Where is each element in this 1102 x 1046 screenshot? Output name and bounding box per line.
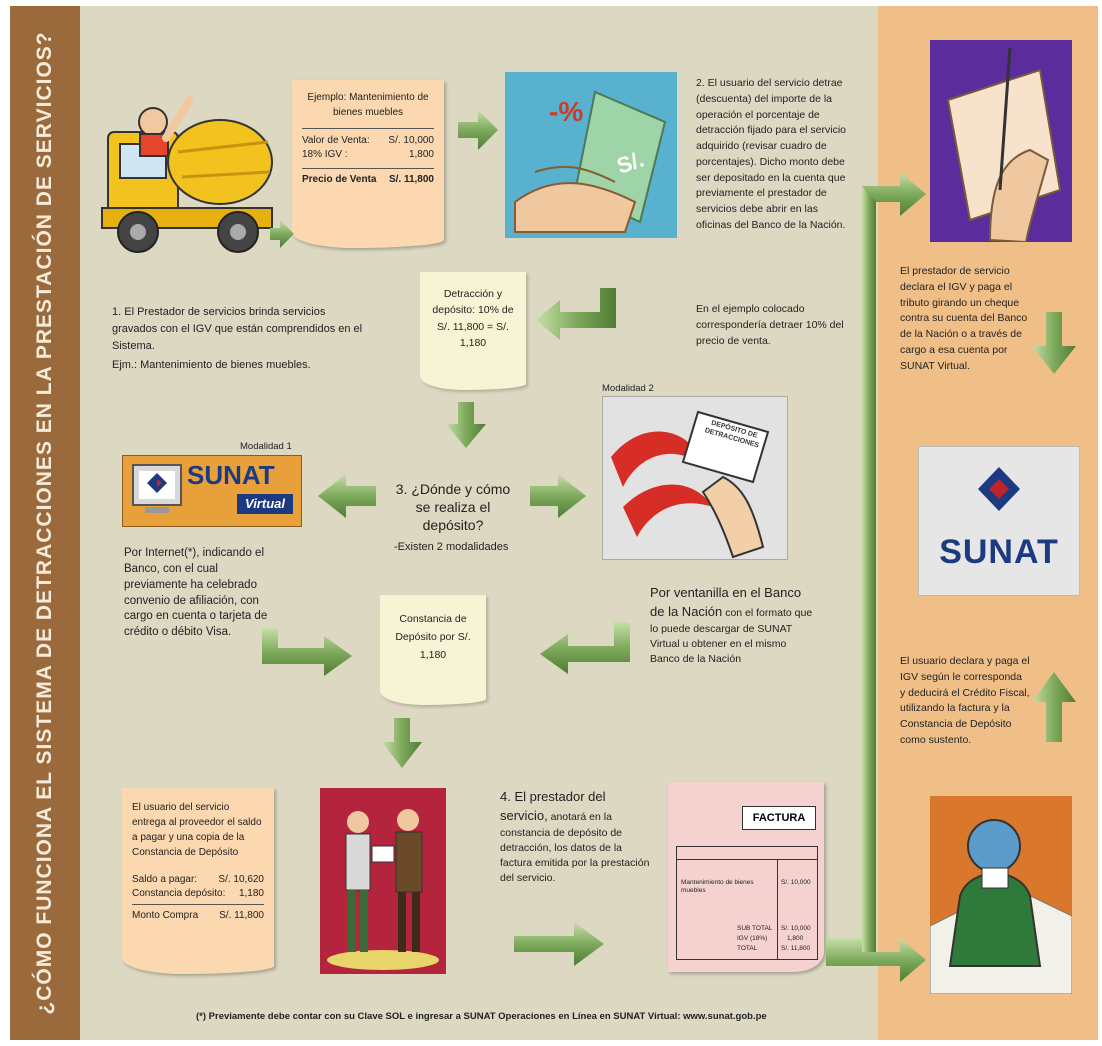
entrega-row: Saldo a pagar: S/. 10,620 [132,874,264,885]
factura-item-value: S/. 10,000 [781,879,811,886]
right-text1: El prestador de servicio declara el IGV … [900,265,1028,372]
example-title: Ejemplo: Mantenimiento de bienes muebles [307,92,429,118]
factura-title: FACTURA [742,806,816,830]
entrega-text: El usuario del servicio entrega al prove… [132,802,262,858]
modalidad1-text: Por Internet(*), indicando el Banco, con… [124,547,268,639]
step2-text: 2. El usuario del servicio detrae (descu… [696,77,846,231]
factura-sub-label: SUB TOTAL [737,925,773,932]
factura-igv-value: 1,800 [787,935,804,942]
example-total: Precio de Venta S/. 11,800 [302,174,434,185]
factura-total-label: TOTAL [737,945,758,952]
factura-item: Mantenimiento de bienes muebles [681,879,754,895]
step3-sub: -Existen 2 modalidades [394,541,509,553]
factura-sub-value: S/. 10,000 [781,925,811,932]
entrega-total: Monto Compra S/. 11,800 [132,910,264,921]
modalidad2-label: Modalidad 2 [602,383,654,394]
detraccion-note: Detracción y depósito: 10% de S/. 11,800… [420,272,526,390]
step3-text: 3. ¿Dónde y cómo se realiza el depósito? [395,481,511,534]
handshake-illustration: -% S/. [505,72,677,238]
footer-note: (*) Previamente debe contar con su Clave… [196,1011,767,1022]
entrega-note: El usuario del servicio entrega al prove… [122,788,274,974]
step2-example: En el ejemplo colocado correspondería de… [696,303,844,347]
example-row: 18% IGV : 1,800 [302,149,434,160]
factura-table: Mantenimiento de bienes muebles S/. 10,0… [676,846,818,960]
factura-total-value: S/. 11,800 [781,945,811,952]
handover-illustration [320,788,446,974]
signing-illustration [930,40,1072,242]
entrega-row: Constancia depósito: 1,180 [132,888,264,899]
banco-nacion-illustration: DEPÓSITO DE DETRACCIONES [602,396,788,560]
sunat-virtual-sub: Virtual [237,494,293,514]
example-note: Ejemplo: Mantenimiento de bienes muebles… [292,80,444,248]
sunat-virtual-main: SUNAT [187,460,275,490]
constancia-note: Constancia de Depósito por S/. 1,180 [380,595,486,705]
modalidad2-text: Por ventanilla en el Banco de la Nación … [650,585,813,666]
step1-text: 1. El Prestador de servicios brinda serv… [112,306,363,372]
sunat-logo: SUNAT [918,446,1080,596]
step4-text: 4. El prestador del servicio, anotará en… [500,789,650,885]
percent-label: -% [549,96,584,127]
declaration-illustration [930,796,1072,994]
factura-igv-label: IGV (18%) [737,935,768,942]
modalidad1-label: Modalidad 1 [240,441,292,452]
sunat-virtual-logo: SUNAT Virtual [122,455,302,527]
example-row: Valor de Venta: S/. 10,000 [302,135,434,146]
truck-illustration [98,82,280,262]
sunat-logo-text: SUNAT [939,533,1059,571]
sidebar-title: ¿CÓMO FUNCIONA EL SISTEMA DE DETRACCIONE… [33,31,56,1015]
sidebar: ¿CÓMO FUNCIONA EL SISTEMA DE DETRACCIONE… [10,6,80,1040]
factura-document: FACTURA Mantenimiento de bienes muebles … [668,782,824,972]
right-text2: El usuario declara y paga el IGV según l… [900,655,1030,746]
